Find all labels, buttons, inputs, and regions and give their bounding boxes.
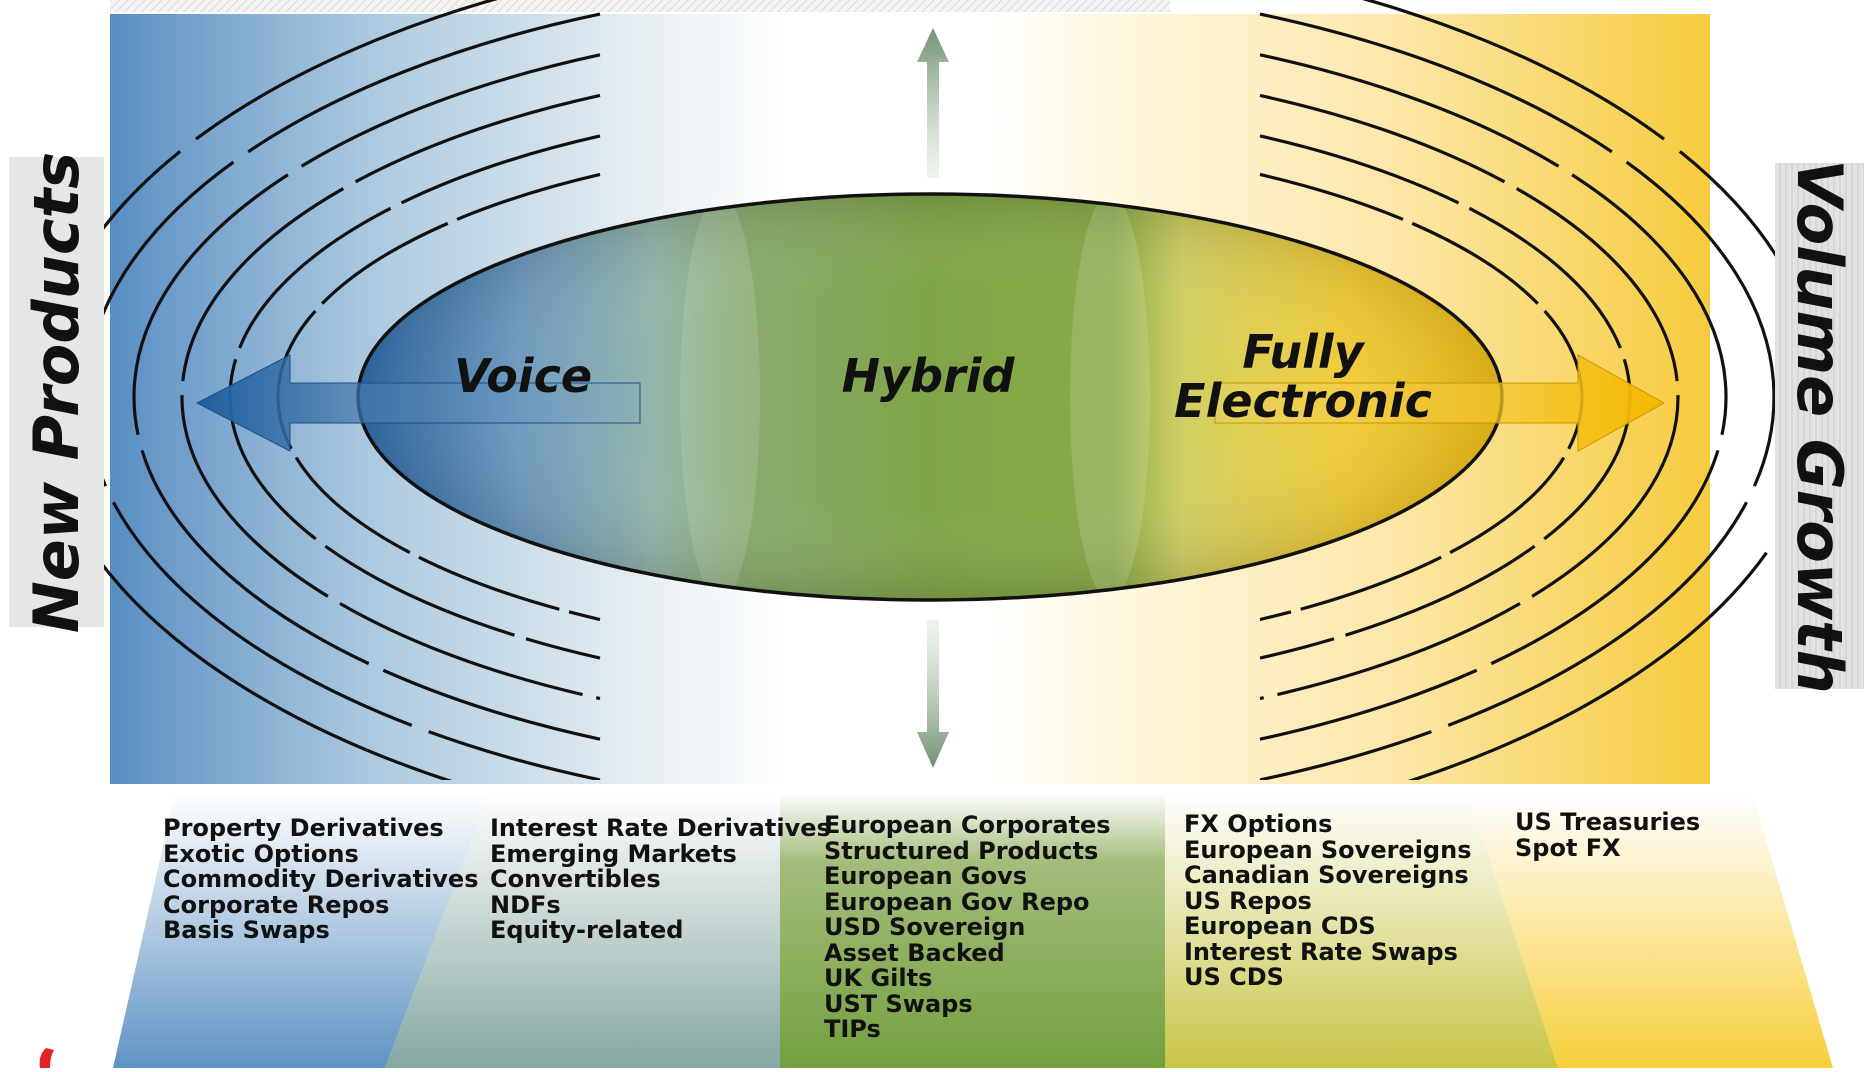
product-list-voice-hybrid: Interest Rate Derivatives Emerging Marke… [490, 814, 831, 944]
column-band-yellowgreen [1165, 793, 1558, 1068]
ring-arc-right [1259, 53, 1728, 741]
zone-label-fully: Fully [1242, 325, 1365, 379]
zone-label-voice: Voice [454, 349, 592, 403]
list-item: US Repos [1184, 886, 1312, 915]
list-item: Commodity Derivatives [163, 865, 479, 893]
column-band-green [780, 793, 1165, 1068]
list-item: European Corporates [824, 811, 1111, 839]
list-item: Interest Rate Swaps [1184, 937, 1458, 966]
ring-arc-left [132, 53, 601, 741]
list-item: Structured Products [824, 836, 1099, 865]
list-item: NDFs [490, 890, 561, 919]
list-item: European CDS [1184, 912, 1376, 940]
central-ellipse-shade [358, 194, 1502, 600]
ring-arc-right [1259, 12, 1776, 780]
hybrid-band-highlight-right [1070, 194, 1150, 600]
red-accent-mark [39, 1048, 54, 1068]
side-label-volume-growth: Volume Growth [1775, 159, 1864, 693]
list-item: European Sovereigns [1184, 835, 1472, 864]
list-item: Equity-related [490, 916, 684, 944]
list-item: UK Gilts [824, 964, 933, 992]
list-item: Basis Swaps [163, 916, 330, 944]
list-item: Interest Rate Derivatives [490, 814, 831, 842]
list-item: US Treasuries [1515, 808, 1701, 836]
list-item: Corporate Repos [163, 890, 390, 919]
hybrid-band-highlight-left [680, 194, 760, 600]
list-item: Convertibles [490, 865, 661, 893]
ring-arc-left [180, 93, 601, 701]
list-item: TIPs [824, 1015, 881, 1043]
side-label-new-products: New Products [9, 151, 104, 633]
product-list-hybrid-electronic: FX Options European Sovereigns Canadian … [1184, 810, 1472, 991]
product-list-voice: Property Derivatives Exotic Options Comm… [163, 814, 479, 944]
column-band-blue [113, 793, 490, 1068]
list-item: FX Options [1184, 810, 1333, 838]
right-arrow [1214, 354, 1666, 452]
side-label-left-text: New Products [20, 151, 94, 633]
down-arrow [917, 620, 949, 768]
zone-label-hybrid: Hybrid [842, 349, 1016, 403]
column-band-teal [385, 793, 780, 1068]
list-item: Spot FX [1515, 833, 1621, 862]
list-item: European Govs [824, 862, 1028, 890]
up-arrow [917, 28, 949, 178]
side-label-right-text: Volume Growth [1783, 158, 1856, 694]
product-list-electronic: US Treasuries Spot FX [1515, 808, 1701, 862]
column-band-yellow [1468, 793, 1833, 1068]
list-item: Property Derivatives [163, 814, 444, 842]
list-item: UST Swaps [824, 989, 973, 1018]
list-item: Asset Backed [824, 938, 1005, 967]
list-item: Canadian Sovereigns [1184, 861, 1469, 889]
list-item: US CDS [1184, 963, 1284, 991]
ring-arc-right [1259, 93, 1680, 701]
list-item: Exotic Options [163, 839, 359, 868]
left-arrow [195, 354, 641, 452]
list-item: USD Sovereign [824, 913, 1026, 941]
zone-label-electronic: Electronic [1174, 374, 1432, 428]
list-item: Emerging Markets [490, 839, 737, 868]
product-list-hybrid: European Corporates Structured Products … [824, 811, 1111, 1043]
top-hatch-strip [110, 0, 1170, 12]
list-item: European Gov Repo [824, 887, 1090, 916]
